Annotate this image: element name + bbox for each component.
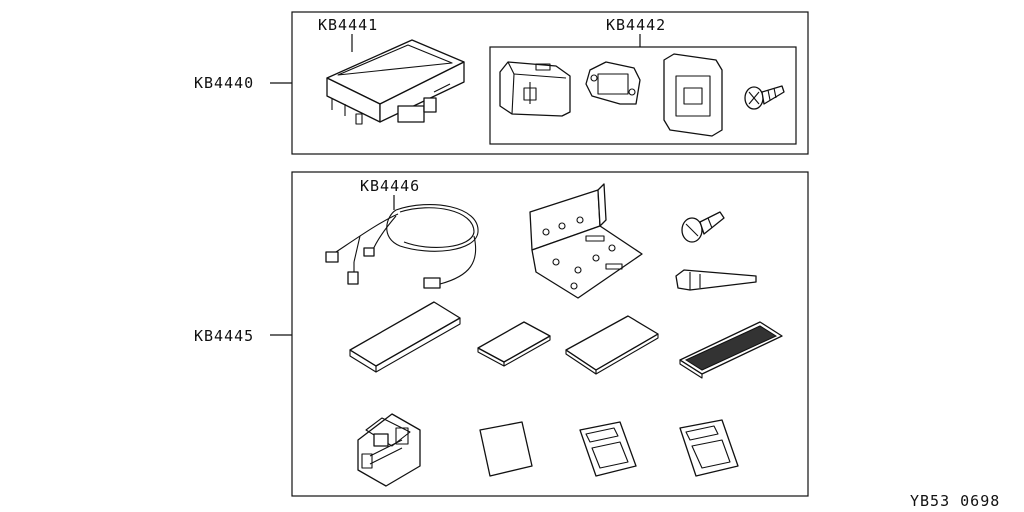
callout-kb4440: KB4440 <box>194 74 254 92</box>
control-unit-drawing <box>326 39 465 125</box>
kit-box-kb4445 <box>291 171 809 497</box>
screw-drawing <box>744 85 785 110</box>
callout-kb4446: KB4446 <box>360 177 420 195</box>
wire-harness-drawing <box>325 204 479 289</box>
instruction-sheet-drawing <box>479 421 533 477</box>
medium-pad-drawing <box>565 315 659 371</box>
packet-1-drawing <box>579 421 637 477</box>
packet-2-drawing <box>679 419 739 477</box>
bracket-drawing <box>529 183 643 299</box>
callout-kb4445: KB4445 <box>194 327 254 345</box>
callout-kb4442: KB4442 <box>606 16 666 34</box>
clip-drawing <box>675 269 757 291</box>
finisher-plate-drawing <box>663 53 723 137</box>
velcro-strip-drawing <box>679 321 783 379</box>
connector-drawing <box>357 413 421 487</box>
small-bezel-drawing <box>585 61 641 105</box>
callout-kb4441: KB4441 <box>318 16 378 34</box>
drawing-code: YB53 0698 <box>910 492 1000 510</box>
bolt-drawing <box>681 211 725 243</box>
switch-drawing <box>499 61 571 117</box>
sub-box-kb4442 <box>489 46 797 145</box>
